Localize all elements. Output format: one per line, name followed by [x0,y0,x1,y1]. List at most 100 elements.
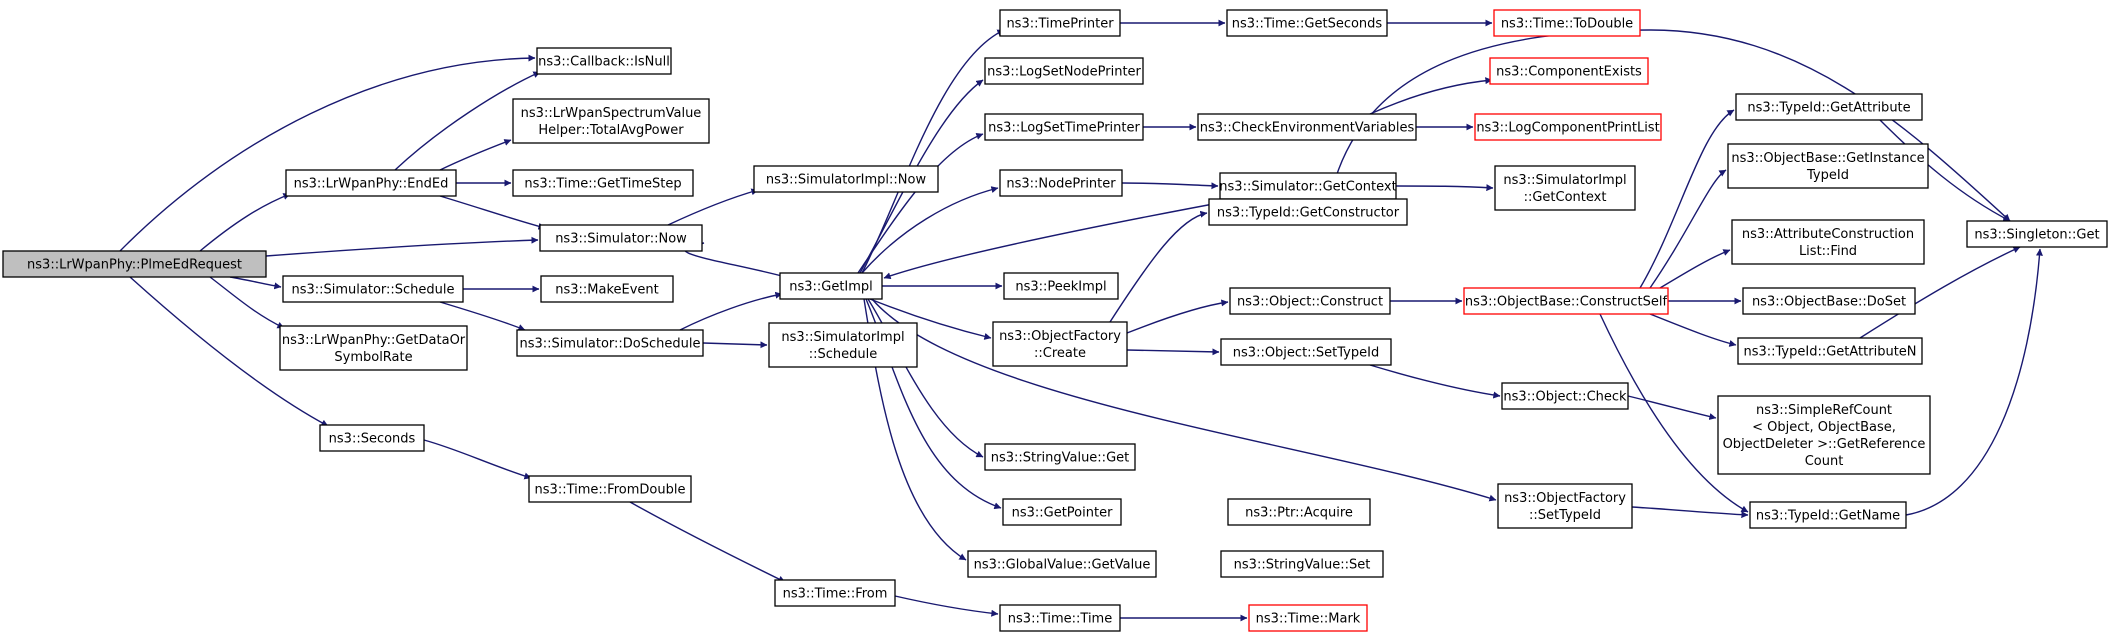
node-box[interactable] [279,325,468,371]
node-stringvalue_set[interactable]: ns3::StringValue::Set [1220,550,1384,578]
node-box[interactable] [2,250,267,278]
node-check_env[interactable]: ns3::CheckEnvironmentVariables [1197,113,1417,141]
node-box[interactable] [999,169,1123,197]
node-time_printer[interactable]: ns3::TimePrinter [999,9,1121,37]
node-box[interactable] [1226,9,1388,37]
node-time_mark[interactable]: ns3::Time::Mark [1248,604,1368,632]
node-sim_now[interactable]: ns3::Simulator::Now [539,224,703,252]
node-stringvalue_get[interactable]: ns3::StringValue::Get [984,443,1136,471]
node-simimpl_schedule[interactable]: ns3::SimulatorImpl::Schedule [768,322,918,368]
node-time_from[interactable]: ns3::Time::From [774,579,896,607]
node-singleton_get[interactable]: ns3::Singleton::Get [1966,220,2108,248]
node-peek_impl[interactable]: ns3::PeekImpl [1003,272,1119,300]
node-box[interactable] [768,322,918,368]
node-sim_schedule[interactable]: ns3::Simulator::Schedule [282,275,464,303]
node-box[interactable] [967,550,1157,578]
node-box[interactable] [1717,395,1931,475]
node-time_getseconds[interactable]: ns3::Time::GetSeconds [1226,9,1388,37]
node-box[interactable] [1220,550,1384,578]
node-box[interactable] [539,224,703,252]
node-node_printer[interactable]: ns3::NodePrinter [999,169,1123,197]
node-box[interactable] [1197,113,1417,141]
node-time_todouble[interactable]: ns3::Time::ToDouble [1493,9,1641,37]
node-simplerefcount[interactable]: ns3::SimpleRefCount< Object, ObjectBase,… [1717,395,1931,475]
node-typeid_getattributen[interactable]: ns3::TypeId::GetAttributeN [1737,337,1923,365]
node-sim_doschedule[interactable]: ns3::Simulator::DoSchedule [516,329,704,357]
node-box[interactable] [774,579,896,607]
node-seconds[interactable]: ns3::Seconds [319,424,425,452]
node-box[interactable] [512,169,694,197]
node-box[interactable] [1248,604,1368,632]
node-log_node_printer[interactable]: ns3::LogSetNodePrinter [984,57,1144,85]
node-box[interactable] [753,165,939,193]
node-box[interactable] [319,424,425,452]
node-objfactory_settypeid[interactable]: ns3::ObjectFactory::SetTypeId [1497,483,1633,529]
node-objbase_constructself[interactable]: ns3::ObjectBase::ConstructSelf [1463,287,1669,315]
node-box[interactable] [1742,287,1916,315]
node-box[interactable] [1501,382,1629,410]
node-box[interactable] [1474,113,1662,141]
node-box[interactable] [984,57,1144,85]
node-box[interactable] [779,272,883,300]
node-simimpl_getcontext[interactable]: ns3::SimulatorImpl::GetContext [1494,165,1636,211]
node-box[interactable] [282,275,464,303]
node-log_time_printer[interactable]: ns3::LogSetTimePrinter [984,113,1144,141]
node-sim_getcontext[interactable]: ns3::Simulator::GetContext [1219,172,1397,200]
node-typeid_getname[interactable]: ns3::TypeId::GetName [1749,501,1907,529]
node-box[interactable] [1731,219,1925,265]
node-box[interactable] [540,275,674,303]
node-box[interactable] [1749,501,1907,529]
node-box[interactable] [1003,272,1119,300]
node-root[interactable]: ns3::LrWpanPhy::PlmeEdRequest [2,250,267,278]
node-box[interactable] [1497,483,1633,529]
node-ptr_acquire[interactable]: ns3::Ptr::Acquire [1227,498,1371,526]
node-box[interactable] [984,443,1136,471]
node-object_settypeid[interactable]: ns3::Object::SetTypeId [1220,338,1392,366]
node-box[interactable] [285,169,457,197]
node-box[interactable] [1737,337,1923,365]
node-typeid_getctor[interactable]: ns3::TypeId::GetConstructor [1208,198,1408,226]
node-box[interactable] [516,329,704,357]
node-typeid_getattribute[interactable]: ns3::TypeId::GetAttribute [1735,93,1923,121]
node-box[interactable] [999,9,1121,37]
node-box[interactable] [1489,57,1649,85]
node-box[interactable] [536,47,672,75]
node-object_check[interactable]: ns3::Object::Check [1501,382,1629,410]
node-box[interactable] [512,98,710,144]
node-log_comp_list[interactable]: ns3::LogComponentPrintList [1474,113,1662,141]
node-make_event[interactable]: ns3::MakeEvent [540,275,674,303]
node-simimpl_now[interactable]: ns3::SimulatorImpl::Now [753,165,939,193]
node-get_pointer[interactable]: ns3::GetPointer [1002,498,1122,526]
node-box[interactable] [1229,287,1391,315]
node-endEd[interactable]: ns3::LrWpanPhy::EndEd [285,169,457,197]
node-globalvalue_getvalue[interactable]: ns3::GlobalValue::GetValue [967,550,1157,578]
node-box[interactable] [984,113,1144,141]
node-box[interactable] [528,475,692,503]
node-box[interactable] [1463,287,1669,315]
node-spec_total[interactable]: ns3::LrWpanSpectrumValueHelper::TotalAvg… [512,98,710,144]
node-box[interactable] [1493,9,1641,37]
node-box[interactable] [1227,498,1371,526]
node-box[interactable] [1727,143,1929,189]
node-box[interactable] [992,321,1128,367]
node-box[interactable] [1220,338,1392,366]
node-object_construct[interactable]: ns3::Object::Construct [1229,287,1391,315]
node-comp_exists[interactable]: ns3::ComponentExists [1489,57,1649,85]
node-box[interactable] [1208,198,1408,226]
node-time_fromdouble[interactable]: ns3::Time::FromDouble [528,475,692,503]
node-objbase_doset[interactable]: ns3::ObjectBase::DoSet [1742,287,1916,315]
node-box[interactable] [1966,220,2108,248]
node-box[interactable] [1494,165,1636,211]
node-box[interactable] [1735,93,1923,121]
node-time_step[interactable]: ns3::Time::GetTimeStep [512,169,694,197]
node-get_impl[interactable]: ns3::GetImpl [779,272,883,300]
node-objfactory_create[interactable]: ns3::ObjectFactory::Create [992,321,1128,367]
node-box[interactable] [1002,498,1122,526]
node-cb_isnull[interactable]: ns3::Callback::IsNull [536,47,672,75]
node-box[interactable] [999,604,1121,632]
node-box[interactable] [1219,172,1397,200]
node-time_time[interactable]: ns3::Time::Time [999,604,1121,632]
